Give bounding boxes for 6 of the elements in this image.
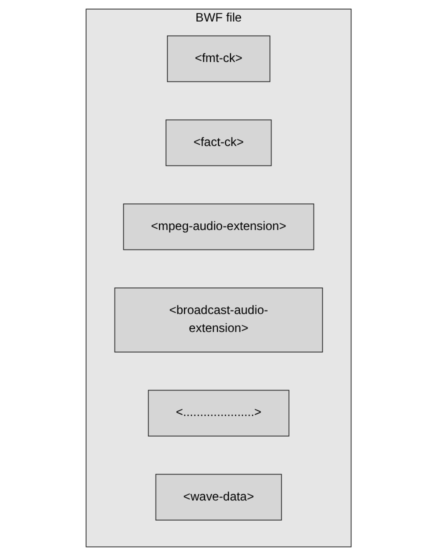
node-box: <fact-ck> — [166, 120, 272, 166]
node-box: <wave-data> — [156, 474, 282, 521]
node-box: <mpeg-audio-extension> — [124, 204, 314, 250]
node-box: <fmt-ck> — [167, 35, 271, 82]
node-box: <.....................> — [148, 390, 290, 436]
node-box: <broadcast-audio-extension> — [114, 288, 324, 352]
